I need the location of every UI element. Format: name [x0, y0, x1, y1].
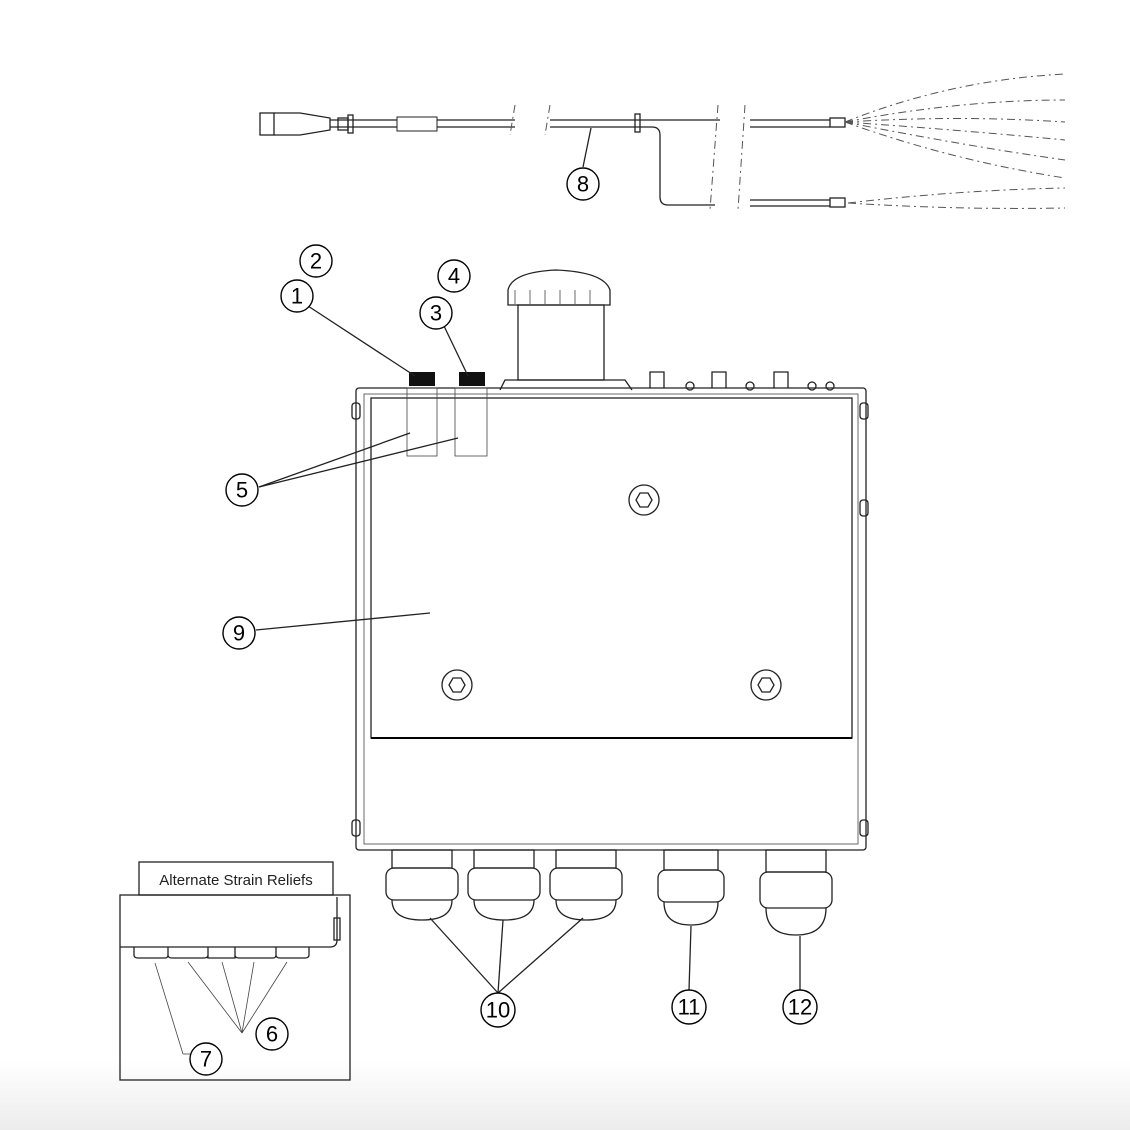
svg-text:7: 7	[200, 1047, 212, 1072]
svg-text:3: 3	[430, 301, 442, 326]
svg-text:1: 1	[291, 284, 303, 309]
svg-text:6: 6	[266, 1022, 278, 1047]
svg-text:2: 2	[310, 249, 322, 274]
svg-text:8: 8	[577, 172, 589, 197]
callout-1: 1	[280, 279, 314, 313]
alternate-strain-reliefs-inset: Alternate Strain Reliefs	[119, 861, 351, 1081]
bolt	[750, 669, 782, 701]
callout-9: 9	[222, 616, 256, 650]
leader-lines	[255, 127, 801, 994]
callout-7: 7	[189, 1042, 223, 1076]
callout-8: 8	[566, 167, 600, 201]
callout-5: 5	[225, 473, 259, 507]
callout-10: 10	[480, 992, 516, 1028]
bottom-shadow	[0, 1060, 1130, 1130]
svg-text:9: 9	[233, 621, 245, 646]
svg-text:10: 10	[486, 998, 510, 1023]
callout-4: 4	[437, 259, 471, 293]
callout-12: 12	[782, 989, 818, 1025]
bolt	[441, 669, 473, 701]
svg-text:5: 5	[236, 478, 248, 503]
strain-reliefs	[385, 849, 833, 936]
cable-assembly	[259, 73, 1066, 211]
callout-6: 6	[255, 1017, 289, 1051]
callout-3: 3	[419, 296, 453, 330]
svg-text:11: 11	[678, 995, 701, 1020]
emergency-stop-button	[499, 269, 633, 391]
enclosure	[351, 269, 869, 851]
callout-2: 2	[299, 244, 333, 278]
svg-text:4: 4	[448, 264, 460, 289]
bolt	[628, 484, 660, 516]
callout-11: 11	[671, 989, 707, 1025]
inset-title: Alternate Strain Reliefs	[159, 872, 312, 889]
svg-text:12: 12	[788, 995, 812, 1020]
